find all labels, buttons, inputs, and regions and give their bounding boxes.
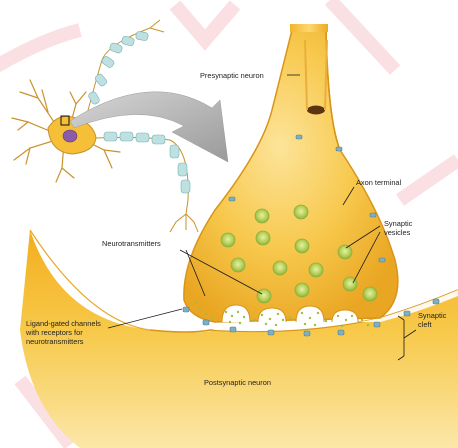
presynaptic-terminal bbox=[184, 24, 398, 322]
label-presynaptic-neuron: Presynaptic neuron bbox=[200, 71, 264, 80]
label-synaptic-vesicles-line2: vesicles bbox=[384, 228, 411, 237]
axon-shaft bbox=[290, 24, 328, 32]
axon-lumen bbox=[307, 106, 325, 115]
label-synaptic-cleft-line2: cleft bbox=[418, 320, 432, 329]
neuron-cell-icon bbox=[12, 20, 198, 232]
label-ligand-channels-line2: with receptors for bbox=[25, 328, 83, 337]
label-ligand-channels-line3: neurotransmitters bbox=[26, 337, 84, 346]
label-neurotransmitters: Neurotransmitters bbox=[102, 239, 161, 248]
label-axon-terminal: Axon terminal bbox=[356, 178, 402, 187]
label-ligand-channels-line1: Ligand-gated channels bbox=[26, 319, 101, 328]
label-synaptic-vesicles-line1: Synaptic bbox=[384, 219, 413, 228]
label-postsynaptic-neuron: Postsynaptic neuron bbox=[204, 378, 271, 387]
label-synaptic-cleft-line1: Synaptic bbox=[418, 311, 447, 320]
